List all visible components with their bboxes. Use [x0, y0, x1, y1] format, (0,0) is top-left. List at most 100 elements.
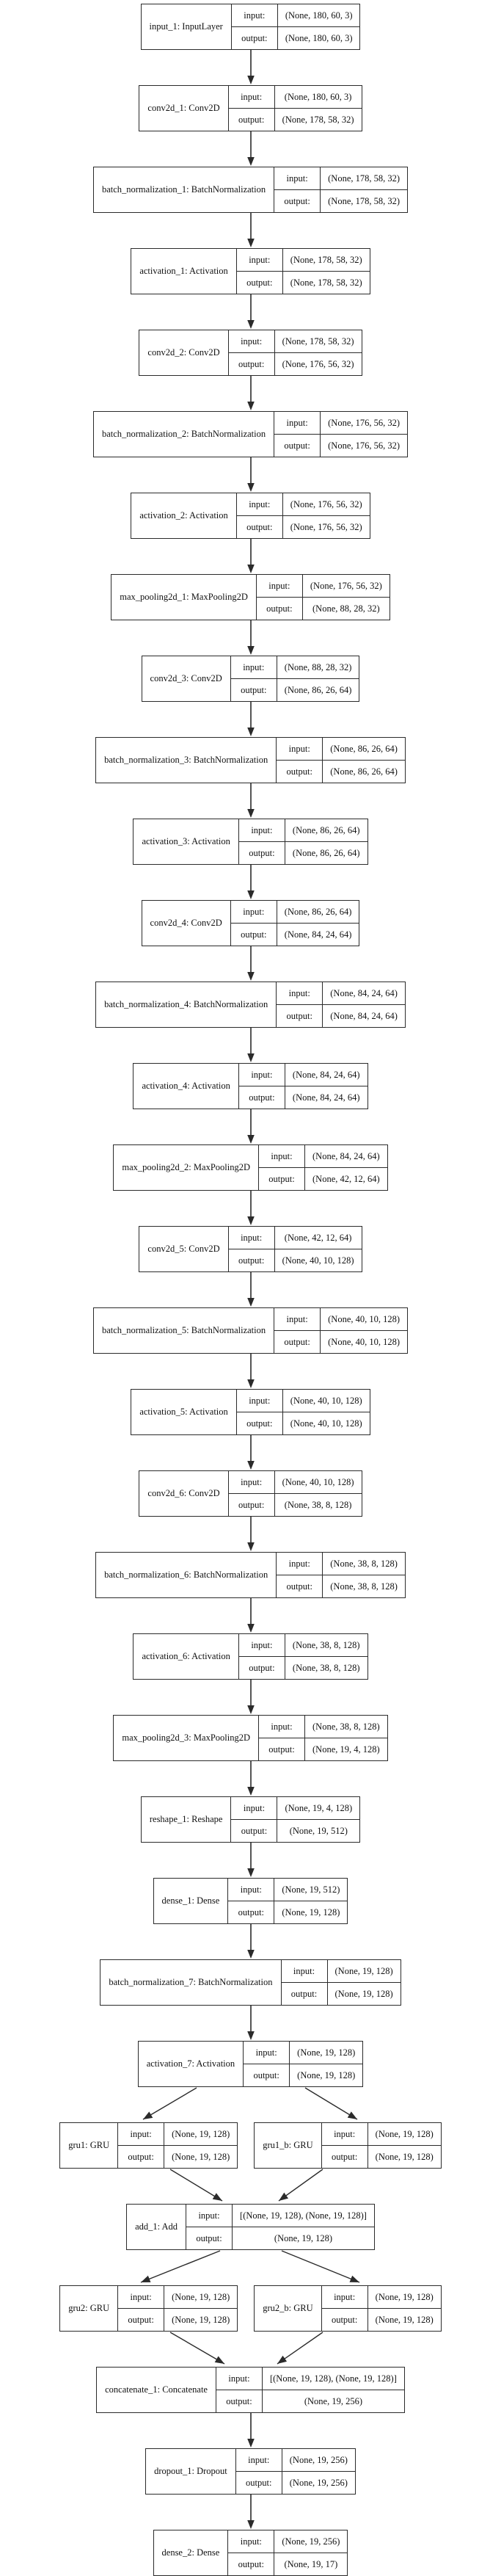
input-row: input: (None, 86, 26, 64) — [239, 819, 367, 841]
diagram-row: activation_6: Activation input: (None, 3… — [0, 1633, 501, 1680]
io-table: input: (None, 19, 128) output: (None, 19… — [118, 2123, 238, 2168]
io-table: input: (None, 84, 24, 64) output: (None,… — [277, 982, 405, 1027]
diagram-row: batch_normalization_1: BatchNormalizatio… — [0, 167, 501, 213]
input-row: input: (None, 40, 10, 128) — [237, 1390, 370, 1412]
input-shape-value: (None, 19, 512) — [282, 1884, 340, 1895]
output-shape-value: (None, 40, 10, 128) — [290, 1418, 362, 1429]
input-row: input: (None, 19, 512) — [228, 1879, 347, 1901]
layer-name-label: activation_1: Activation — [131, 249, 237, 294]
node-batch_normalization_3: batch_normalization_3: BatchNormalizatio… — [95, 737, 406, 783]
input-key-label: input: — [118, 2123, 165, 2145]
output-row: output: (None, 40, 10, 128) — [236, 1412, 370, 1434]
input-row: input: (None, 176, 56, 32) — [274, 412, 407, 434]
node-dense_1: dense_1: Dense input: (None, 19, 512) ou… — [153, 1878, 348, 1924]
output-shape-value: (None, 88, 28, 32) — [312, 603, 380, 614]
node-activation_4: activation_4: Activation input: (None, 8… — [133, 1063, 368, 1109]
output-key-label: output: — [274, 190, 321, 212]
layer-name-label: activation_5: Activation — [131, 1390, 237, 1434]
output-shape-value: (None, 176, 56, 32) — [282, 358, 354, 369]
output-row: output: (None, 38, 8, 128) — [238, 1656, 367, 1679]
layer-name-label: activation_7: Activation — [139, 2042, 244, 2086]
output-key-label: output: — [228, 2553, 275, 2575]
output-shape-value: (None, 84, 24, 64) — [284, 929, 352, 940]
output-shape-value: (None, 84, 24, 64) — [330, 1010, 398, 1021]
input-key-label: input: — [237, 493, 283, 515]
input-shape-value: (None, 19, 128) — [172, 2128, 230, 2139]
output-shape-value: (None, 19, 128) — [172, 2151, 230, 2162]
node-batch_normalization_5: batch_normalization_5: BatchNormalizatio… — [92, 1307, 409, 1354]
layer-name-label: conv2d_1: Conv2D — [139, 86, 229, 131]
arrow-down-icon — [245, 1028, 257, 1063]
input-key-label: input: — [118, 2286, 165, 2308]
input-row: input: (None, 178, 58, 32) — [237, 249, 370, 271]
input-shape-value: (None, 19, 128) — [334, 1965, 393, 1976]
node-dropout_1: dropout_1: Dropout input: (None, 19, 256… — [145, 2448, 356, 2495]
layer-name-label: activation_3: Activation — [134, 819, 239, 864]
arrow-down-icon — [245, 1598, 257, 1633]
output-key-label: output: — [259, 1738, 305, 1760]
output-shape-value: (None, 19, 128) — [282, 1906, 340, 1918]
output-shape-value: (None, 19, 128) — [172, 2314, 230, 2325]
input-key-label: input: — [237, 1390, 283, 1412]
node-conv2d_4: conv2d_4: Conv2D input: (None, 86, 26, 6… — [141, 900, 360, 946]
input-row: input: (None, 84, 24, 64) — [259, 1145, 387, 1167]
output-row: output: (None, 19, 128) — [321, 2308, 441, 2331]
input-shape-value: (None, 19, 128) — [172, 2291, 230, 2302]
output-shape-value: (None, 19, 4, 128) — [312, 1744, 380, 1755]
input-key-label: input: — [259, 1716, 305, 1738]
output-row: output: (None, 19, 128) — [281, 1982, 401, 2005]
io-table: input: (None, 19, 128) output: (None, 19… — [321, 2286, 441, 2331]
input-key-label: input: — [274, 1308, 321, 1330]
input-row: input: (None, 19, 128) — [118, 2123, 237, 2145]
input-key-label: input: — [239, 1064, 285, 1086]
arrow-down-icon — [245, 1354, 257, 1389]
output-key-label: output: — [237, 1412, 283, 1434]
arrow-down-icon — [245, 2495, 257, 2530]
input-row: input: (None, 38, 8, 128) — [259, 1716, 387, 1738]
input-key-label: input: — [232, 4, 278, 26]
output-key-label: output: — [282, 1983, 328, 2005]
io-table: input: (None, 19, 256) output: (None, 19… — [228, 2530, 348, 2575]
output-shape-value: (None, 178, 58, 32) — [282, 114, 354, 125]
input-row: input: (None, 19, 4, 128) — [231, 1797, 359, 1819]
layer-name-label: conv2d_2: Conv2D — [139, 330, 229, 375]
output-row: output: (None, 19, 128) — [321, 2145, 441, 2168]
diagram-row: activation_5: Activation input: (None, 4… — [0, 1389, 501, 1435]
output-row: output: (None, 19, 256) — [235, 2471, 355, 2494]
input-row: input: (None, 180, 60, 3) — [232, 4, 360, 26]
output-key-label: output: — [229, 109, 275, 131]
io-table: input: (None, 176, 56, 32) output: (None… — [256, 575, 390, 620]
output-row: output: (None, 178, 58, 32) — [228, 108, 362, 131]
input-shape-value: (None, 19, 128) — [375, 2291, 434, 2302]
input-row: input: (None, 19, 128) — [282, 1960, 401, 1982]
layer-name-label: batch_normalization_7: BatchNormalizatio… — [100, 1960, 282, 2005]
input-key-label: input: — [229, 330, 275, 352]
arrow-down-icon — [245, 131, 257, 167]
layer-name-label: gru1_b: GRU — [255, 2123, 322, 2168]
node-batch_normalization_1: batch_normalization_1: BatchNormalizatio… — [92, 167, 409, 213]
input-row: input: (None, 19, 128) — [244, 2042, 362, 2064]
input-row: input: (None, 86, 26, 64) — [277, 738, 405, 760]
input-shape-value: (None, 176, 56, 32) — [328, 417, 401, 428]
output-row: output: (None, 19, 128) — [118, 2145, 238, 2168]
output-shape-value: (None, 38, 8, 128) — [284, 1499, 352, 1510]
arrow-down-icon — [245, 1924, 257, 1959]
arrow-down-icon — [245, 783, 257, 819]
input-shape-value: (None, 38, 8, 128) — [312, 1721, 380, 1732]
input-row: input: (None, 84, 24, 64) — [239, 1064, 367, 1086]
input-row: input: (None, 178, 58, 32) — [229, 330, 362, 352]
input-shape-value: (None, 84, 24, 64) — [312, 1150, 380, 1161]
input-row: input: (None, 84, 24, 64) — [277, 982, 405, 1004]
arrow-down-icon — [245, 1843, 257, 1878]
arrow-down-icon — [245, 2006, 257, 2041]
layer-name-label: activation_4: Activation — [134, 1064, 239, 1109]
diagram-row: reshape_1: Reshape input: (None, 19, 4, … — [0, 1796, 501, 1843]
io-table: input: (None, 40, 10, 128) output: (None… — [228, 1471, 362, 1516]
input-row: input: (None, 176, 56, 32) — [257, 575, 390, 597]
arrow-down-icon — [245, 1435, 257, 1470]
input-shape-value: (None, 40, 10, 128) — [328, 1313, 401, 1324]
io-table: input: (None, 176, 56, 32) output: (None… — [274, 412, 408, 457]
layer-name-label: activation_6: Activation — [134, 1634, 239, 1679]
input-row: input: (None, 178, 58, 32) — [274, 167, 407, 189]
input-shape-value: [(None, 19, 128), (None, 19, 128)] — [269, 2373, 397, 2384]
